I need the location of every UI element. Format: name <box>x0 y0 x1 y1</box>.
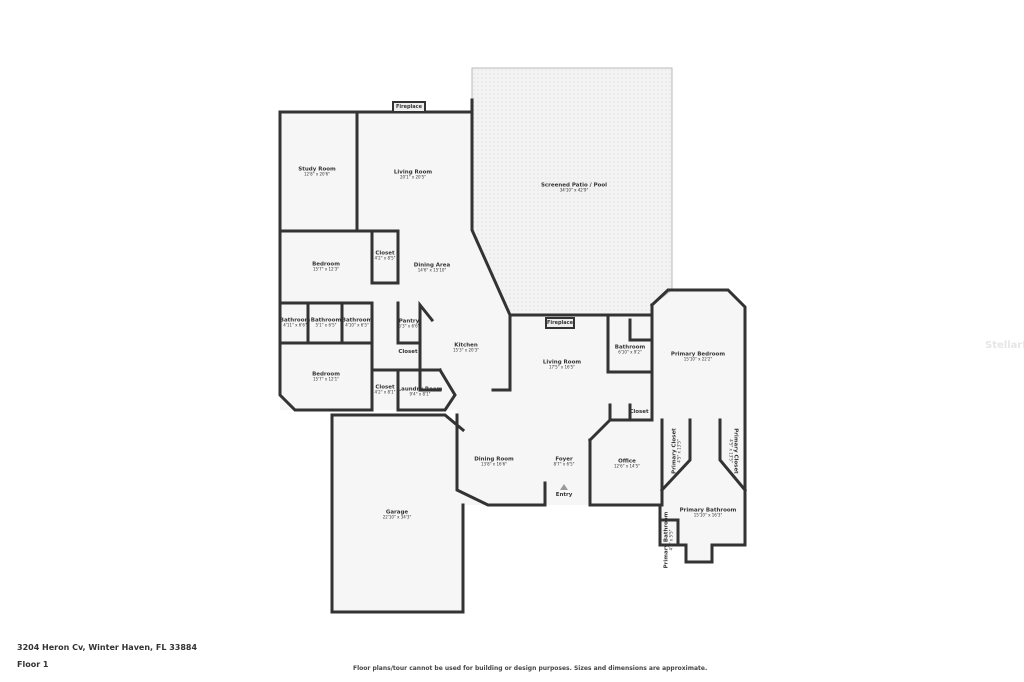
fireplace-label: Fireplace <box>546 320 574 326</box>
entry-arrow-icon <box>560 484 568 490</box>
address: 3204 Heron Cv, Winter Haven, FL 33884 <box>17 643 198 652</box>
floor-fill <box>280 112 745 612</box>
floor-label: Floor 1 <box>17 660 49 669</box>
fireplace-label: Fireplace <box>395 104 423 110</box>
room-closet: Closet <box>398 348 418 355</box>
watermark: StellarMLS <box>985 340 1024 351</box>
fireplace-marks <box>392 101 575 329</box>
disclaimer: Floor plans/tour cannot be used for buil… <box>353 665 708 672</box>
room-closet: Closet <box>629 408 649 415</box>
walls <box>278 98 748 614</box>
entry-label: Entry <box>555 491 573 498</box>
